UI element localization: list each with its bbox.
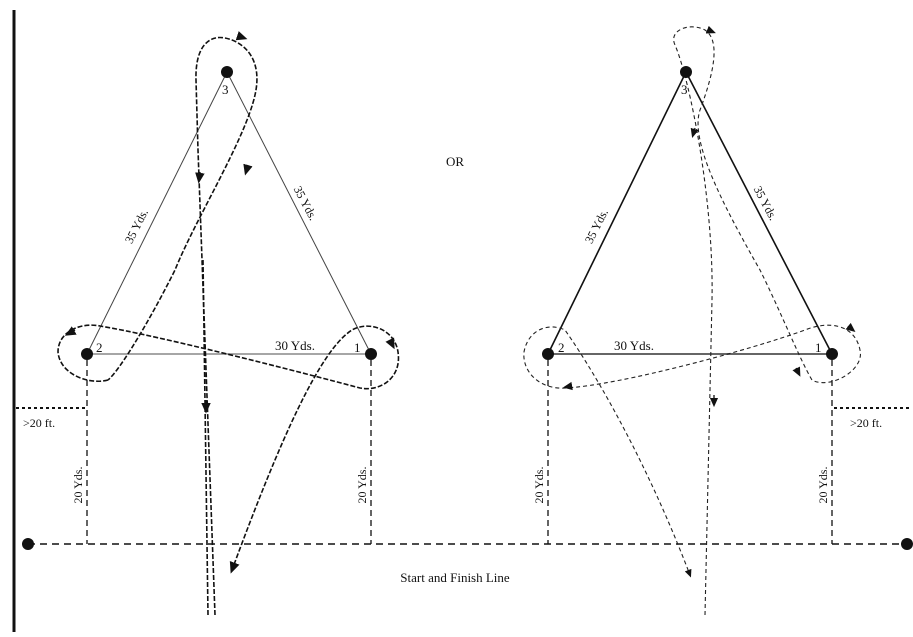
right-pin-1: [826, 348, 838, 360]
left-run-path-a: [107, 36, 258, 616]
start-finish-line: [22, 538, 913, 550]
left-arrow-6: [385, 337, 395, 350]
left-pin-1: [365, 348, 377, 360]
right-pin-2: [542, 348, 554, 360]
left-pin-2: [81, 348, 93, 360]
right-side-2-3-label: 35 Yds.: [582, 207, 611, 246]
left-arrow-5: [64, 326, 77, 336]
right-run-path: [523, 26, 861, 616]
left-side-2-3: [86, 71, 228, 355]
left-run-path-b: [57, 324, 400, 574]
start-marker-left: [22, 538, 34, 550]
left-dist-label-2: 20 Yds.: [71, 467, 85, 504]
left-side-1-3-label: 35 Yds.: [291, 184, 321, 223]
left-pin-2-label: 2: [96, 340, 103, 355]
right-pin-1-label: 1: [815, 340, 822, 355]
right-pattern: 3 2 1 35 Yds. 35 Yds. 30 Yds. >20 ft. 20…: [523, 25, 911, 616]
right-side-1-3-label: 35 Yds.: [751, 184, 781, 223]
right-base-label: 30 Yds.: [614, 338, 654, 353]
right-offset-label: >20 ft.: [850, 416, 882, 430]
right-arrow-2: [690, 127, 699, 138]
left-pin-3-label: 3: [222, 82, 229, 97]
left-pin-3: [221, 66, 233, 78]
left-side-1-3: [226, 71, 372, 355]
right-dist-label-2: 20 Yds.: [532, 467, 546, 504]
right-pin-2-label: 2: [558, 340, 565, 355]
left-side-2-3-label: 35 Yds.: [122, 207, 151, 246]
right-pin-3-label: 3: [681, 82, 688, 97]
start-finish-label: Start and Finish Line: [400, 570, 510, 585]
start-marker-right: [901, 538, 913, 550]
left-pattern: 3 2 1 35 Yds. 35 Yds. 30 Yds. >20 ft. 20…: [16, 31, 400, 616]
right-arrow-1: [705, 25, 716, 34]
left-arrow-4: [243, 163, 253, 176]
right-arrow-5: [562, 381, 573, 391]
right-side-2-3: [547, 71, 687, 355]
right-side-1-3: [685, 71, 833, 355]
left-offset-label: >20 ft.: [23, 416, 55, 430]
left-pin-1-label: 1: [354, 340, 361, 355]
left-dist-label-1: 20 Yds.: [355, 467, 369, 504]
right-arrow-6: [792, 366, 801, 377]
or-label: OR: [446, 154, 464, 169]
left-run-path-c: [202, 259, 209, 616]
right-pin-3: [680, 66, 692, 78]
left-arrow-3: [235, 31, 248, 41]
right-dist-label-1: 20 Yds.: [816, 467, 830, 504]
right-arrow-4: [845, 322, 856, 332]
left-base-label: 30 Yds.: [275, 338, 315, 353]
left-arrow-1: [195, 171, 205, 184]
